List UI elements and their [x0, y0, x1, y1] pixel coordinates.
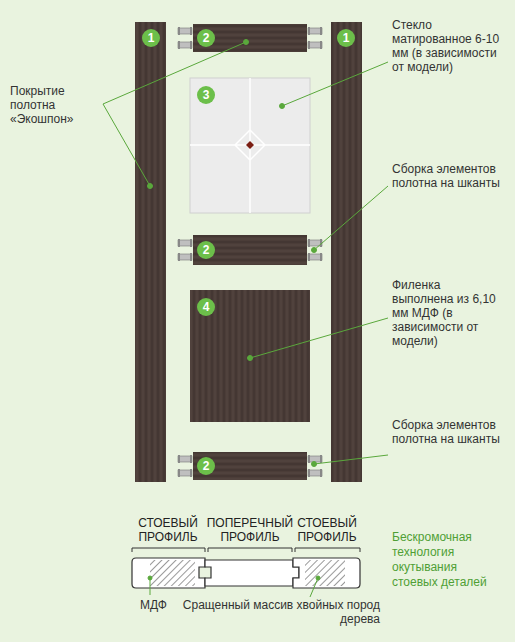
- callout-number: 1: [337, 29, 355, 47]
- profile-header: СТОЕВЫЙ ПРОФИЛЬ: [290, 516, 364, 544]
- mdf-panel: [190, 290, 310, 422]
- rail: [193, 24, 307, 52]
- stile: [135, 22, 166, 482]
- rail: [193, 235, 307, 265]
- glass-label: Стекло матированное 6-10 мм (в зависимос…: [392, 18, 504, 74]
- assembly-label: Сборка элементов полотна на шканты: [392, 418, 502, 446]
- profile-header: СТОЕВЫЙ ПРОФИЛЬ: [128, 516, 208, 544]
- callout-number: 4: [197, 298, 215, 316]
- material-label: МДФ: [140, 598, 167, 612]
- callout-number: 2: [197, 241, 215, 259]
- assembly-label: Сборка элементов полотна на шканты: [392, 162, 502, 190]
- callout-number: 2: [197, 29, 215, 47]
- stile: [331, 22, 362, 482]
- profile-header: ПОПЕРЕЧНЫЙ ПРОФИЛЬ: [206, 516, 294, 544]
- technology-note: Бескромочная технология окутывания стоев…: [392, 530, 504, 590]
- callout-number: 3: [197, 86, 215, 104]
- rail: [193, 452, 307, 480]
- glass-panel: [190, 78, 310, 213]
- panel-label: Филенка выполнена из 6,10 мм МДФ (в зави…: [392, 278, 502, 348]
- coating-label: Покрытие полотна «Экошпон»: [10, 84, 102, 126]
- callout-number: 1: [142, 29, 160, 47]
- callout-number: 2: [197, 457, 215, 475]
- material-label: Сращенный массив хвойных пород дерева: [165, 598, 380, 626]
